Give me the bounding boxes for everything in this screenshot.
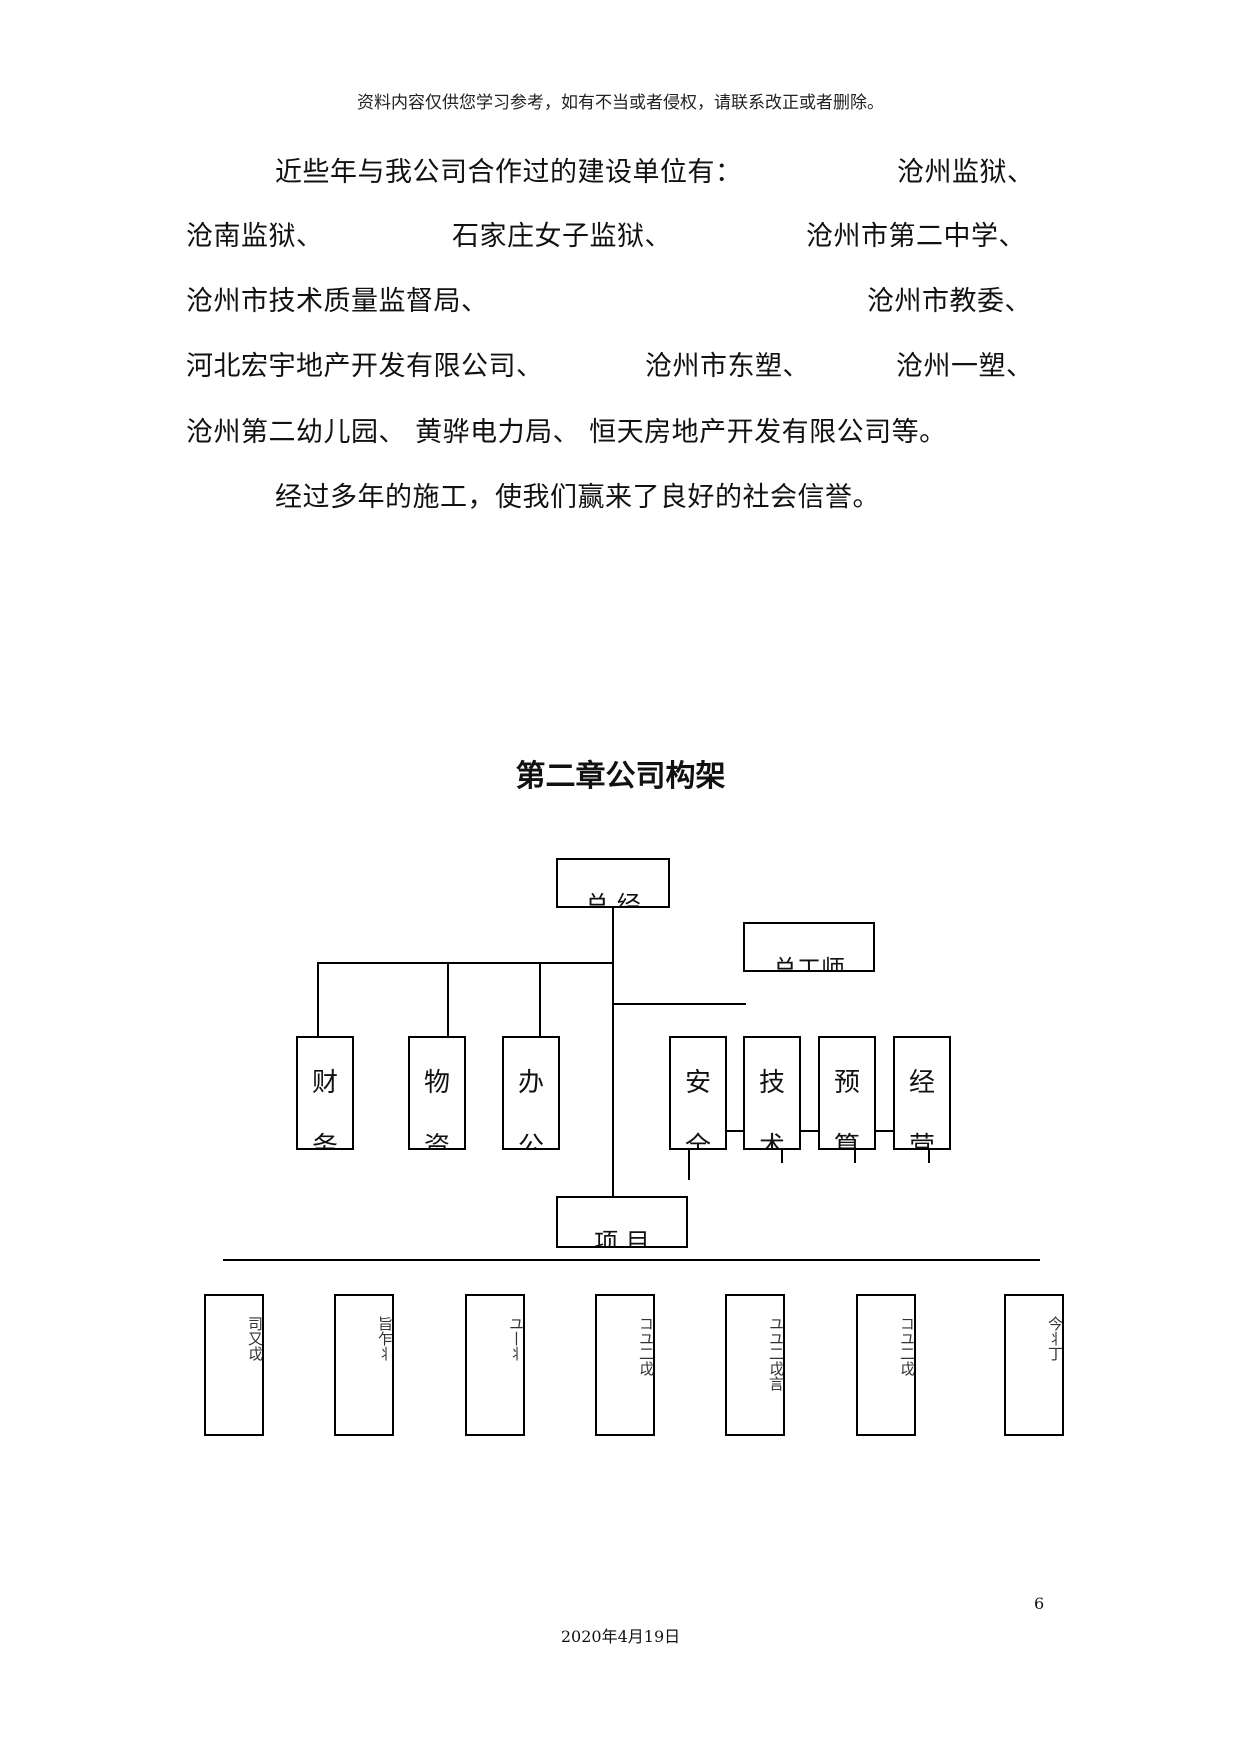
paragraph-line-2a: 沧南监狱、 bbox=[186, 221, 324, 252]
connector-tech-down bbox=[781, 1148, 783, 1163]
sub-box: ユユ二戉言 bbox=[725, 1294, 785, 1436]
chapter-title: 第二章公司构架 bbox=[515, 759, 726, 794]
sub-box-label: 旨乍丬 bbox=[376, 1316, 394, 1361]
dept-material-char-1: 物 bbox=[423, 1068, 450, 1098]
chief-engineer-label: 总工师 bbox=[773, 955, 845, 972]
divider-line bbox=[223, 1259, 1040, 1261]
box-dept-budget: 预 算 bbox=[818, 1036, 876, 1150]
paragraph-line-1a: 近些年与我公司合作过的建设单位有： bbox=[275, 157, 743, 188]
sub-box-label: 司又戉 bbox=[246, 1316, 264, 1361]
paragraph-line-4a: 河北宏宇地产开发有限公司、 bbox=[186, 351, 544, 382]
sub-box-label: ユ丨丬 bbox=[507, 1316, 525, 1361]
connector-safety-down bbox=[688, 1148, 690, 1180]
sub-box: 司又戉 bbox=[204, 1294, 264, 1436]
dept-safety-char-1: 安 bbox=[684, 1068, 711, 1098]
dept-finance-char-1: 财 bbox=[311, 1068, 338, 1098]
dept-budget-char-2: 算 bbox=[833, 1132, 860, 1150]
box-dept-material: 物 资 bbox=[408, 1036, 466, 1150]
sub-box: ユ丨丬 bbox=[465, 1294, 525, 1436]
paragraph-line-4c: 沧州一塑、 bbox=[896, 351, 1034, 382]
sub-box-label: コユ二戉 bbox=[637, 1316, 655, 1376]
dept-material-char-2: 资 bbox=[423, 1132, 450, 1150]
dept-office-char-1: 办 bbox=[517, 1068, 544, 1098]
dept-finance-char-2: 务 bbox=[311, 1132, 338, 1150]
page-header: 资料内容仅供您学习参考，如有不当或者侵权，请联系改正或者删除。 bbox=[357, 93, 884, 113]
sub-box: 旨乍丬 bbox=[334, 1294, 394, 1436]
dept-safety-char-2: 全 bbox=[684, 1132, 711, 1150]
general-manager-label: 总 经 bbox=[585, 891, 641, 908]
box-dept-office: 办 公 bbox=[502, 1036, 560, 1150]
box-dept-tech: 技 术 bbox=[743, 1036, 801, 1150]
box-general-manager: 总 经 bbox=[556, 858, 670, 908]
paragraph-line-3b: 沧州市教委、 bbox=[867, 286, 1032, 317]
paragraph-line-1b: 沧州监狱、 bbox=[897, 157, 1035, 188]
project-label: 项 目 bbox=[594, 1228, 650, 1248]
paragraph-line-2b: 石家庄女子监狱、 bbox=[452, 221, 672, 252]
dept-business-char-2: 营 bbox=[908, 1132, 935, 1150]
connector-office bbox=[539, 962, 541, 1038]
connector-right-horizontal bbox=[612, 1003, 746, 1005]
paragraph-line-5: 沧州第二幼儿园、 黄骅电力局、 恒天房地产开发有限公司等。 bbox=[186, 417, 947, 448]
connector-budget-down bbox=[854, 1148, 856, 1163]
box-chief-engineer: 总工师 bbox=[743, 922, 875, 972]
paragraph-line-2c: 沧州市第二中学、 bbox=[806, 221, 1026, 252]
box-dept-safety: 安 全 bbox=[669, 1036, 727, 1150]
paragraph-line-4b: 沧州市东塑、 bbox=[645, 351, 810, 382]
connector-left-horizontal bbox=[317, 962, 614, 964]
sub-box-label: ユユ二戉言 bbox=[767, 1316, 785, 1391]
box-dept-finance: 财 务 bbox=[296, 1036, 354, 1150]
footer-date: 2020年4月19日 bbox=[560, 1627, 681, 1646]
dept-tech-char-2: 术 bbox=[758, 1132, 785, 1150]
connector-material bbox=[447, 962, 449, 1038]
dept-business-char-1: 经 bbox=[908, 1068, 935, 1098]
dept-budget-char-1: 预 bbox=[833, 1068, 860, 1098]
paragraph-line-6: 经过多年的施工，使我们赢来了良好的社会信誉。 bbox=[275, 482, 880, 513]
box-project: 项 目 bbox=[556, 1196, 688, 1248]
page-number: 6 bbox=[1034, 1594, 1045, 1613]
connector-finance bbox=[317, 962, 319, 1038]
dept-office-char-2: 公 bbox=[517, 1132, 544, 1150]
sub-box-label: コユ二戉 bbox=[898, 1316, 916, 1376]
sub-box: コユ二戉 bbox=[595, 1294, 655, 1436]
connector-main-vertical bbox=[612, 907, 614, 1200]
sub-box-label: 今丬丁 bbox=[1046, 1316, 1064, 1361]
paragraph-line-3a: 沧州市技术质量监督局、 bbox=[186, 286, 489, 317]
sub-box: コユ二戉 bbox=[856, 1294, 916, 1436]
sub-box: 今丬丁 bbox=[1004, 1294, 1064, 1436]
dept-tech-char-1: 技 bbox=[758, 1068, 785, 1098]
connector-business-down bbox=[928, 1148, 930, 1163]
connector-right-depts bbox=[722, 1130, 894, 1132]
box-dept-business: 经 营 bbox=[893, 1036, 951, 1150]
